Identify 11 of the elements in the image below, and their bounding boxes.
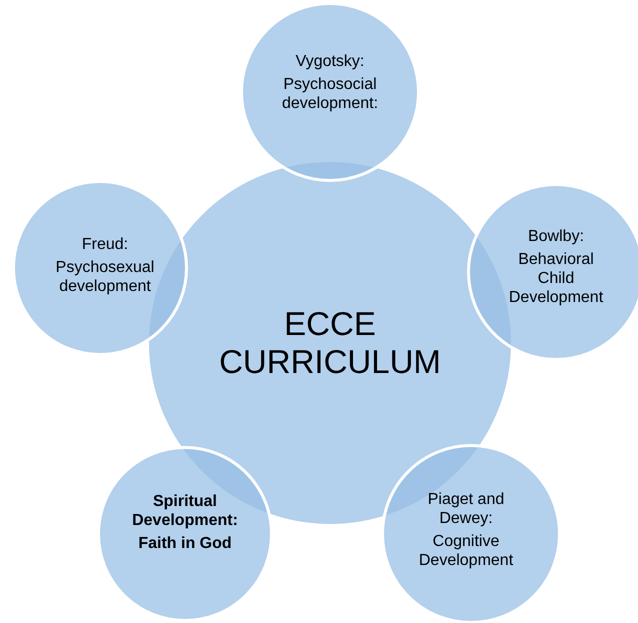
center-label: ECCE CURRICULUM	[218, 305, 442, 381]
development-label: Cognitive Development	[418, 532, 514, 570]
development-label: Behavioral Child Development	[508, 250, 604, 307]
theorist-label: Freud:	[82, 234, 128, 254]
theorist-label: Piaget and Dewey:	[426, 490, 506, 528]
development-label: Faith in God	[138, 534, 232, 552]
theorist-label: Spiritual Development:	[131, 492, 239, 530]
development-label: Psychosexual development	[54, 258, 156, 296]
theorist-label: Bowlby:	[528, 227, 584, 246]
theorist-label: Vygotsky:	[296, 52, 364, 70]
development-label: Psychosocial development:	[280, 74, 380, 112]
